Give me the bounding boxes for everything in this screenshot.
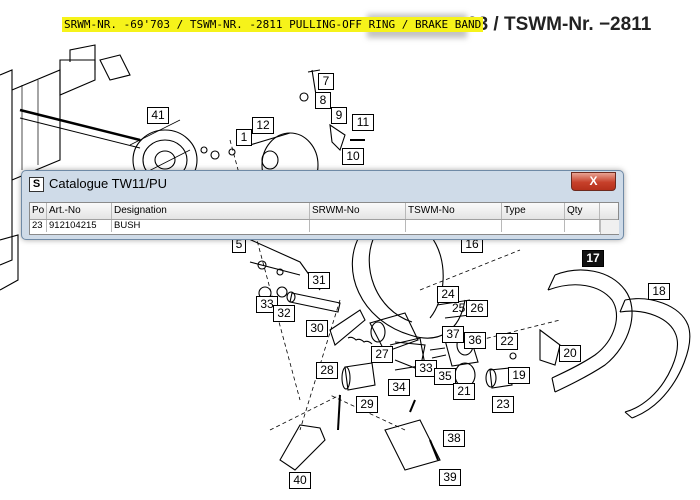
grid-header-row: Po Art.-No Designation SRWM-No TSWM-No T… bbox=[30, 203, 618, 220]
column-header-srwm-no[interactable]: SRWM-No bbox=[310, 203, 406, 219]
column-header-tswm-no[interactable]: TSWM-No bbox=[406, 203, 502, 219]
column-header-art-no[interactable]: Art.-No bbox=[47, 203, 112, 219]
part-label-27[interactable]: 27 bbox=[371, 346, 393, 363]
part-label-21[interactable]: 21 bbox=[453, 383, 475, 400]
cell-pos: 23 bbox=[30, 220, 47, 232]
part-label-33a[interactable]: 33 bbox=[256, 296, 278, 313]
part-label-18[interactable]: 18 bbox=[648, 283, 670, 300]
cell-type bbox=[502, 220, 565, 232]
part-label-38[interactable]: 38 bbox=[443, 430, 465, 447]
part-label-19[interactable]: 19 bbox=[508, 367, 530, 384]
column-header-designation[interactable]: Designation bbox=[112, 203, 310, 219]
window-title: Catalogue TW11/PU bbox=[49, 176, 168, 191]
drawing-title: 03 / TSWM-Nr. −2811 bbox=[367, 14, 652, 38]
part-label-10[interactable]: 10 bbox=[342, 148, 364, 165]
window-titlebar[interactable]: S Catalogue TW11/PU X bbox=[22, 171, 623, 197]
cell-tswm-no bbox=[406, 220, 502, 232]
part-label-41[interactable]: 41 bbox=[147, 107, 169, 124]
part-label-12[interactable]: 12 bbox=[252, 117, 274, 134]
column-header-qty[interactable]: Qty bbox=[565, 203, 600, 219]
column-header-type[interactable]: Type bbox=[502, 203, 565, 219]
part-label-11[interactable]: 11 bbox=[352, 114, 374, 131]
part-label-39[interactable]: 39 bbox=[439, 469, 461, 486]
cell-qty bbox=[565, 220, 600, 232]
close-button[interactable]: X bbox=[571, 172, 616, 191]
part-label-22[interactable]: 22 bbox=[496, 333, 518, 350]
part-label-26[interactable]: 26 bbox=[466, 300, 488, 317]
table-row[interactable]: 23 912104215 BUSH bbox=[30, 220, 618, 232]
part-label-36[interactable]: 36 bbox=[464, 332, 486, 349]
drawing-title-text: 03 / TSWM-Nr. −2811 bbox=[467, 14, 652, 35]
cell-art-no: 912104215 bbox=[47, 220, 112, 232]
part-label-40[interactable]: 40 bbox=[289, 472, 311, 489]
part-label-32[interactable]: 32 bbox=[273, 305, 295, 322]
part-label-17[interactable]: 17 bbox=[582, 250, 604, 267]
part-label-30[interactable]: 30 bbox=[306, 320, 328, 337]
part-label-7[interactable]: 7 bbox=[318, 73, 334, 90]
part-label-9[interactable]: 9 bbox=[331, 107, 347, 124]
part-label-1[interactable]: 1 bbox=[236, 129, 252, 146]
vertical-scrollbar[interactable] bbox=[600, 220, 619, 234]
part-label-28[interactable]: 28 bbox=[316, 362, 338, 379]
part-label-29[interactable]: 29 bbox=[356, 396, 378, 413]
catalogue-window: S Catalogue TW11/PU X Po Art.-No Designa… bbox=[21, 170, 624, 240]
cell-srwm-no bbox=[310, 220, 406, 232]
part-label-25[interactable]: 25 bbox=[452, 301, 466, 315]
part-label-16[interactable]: 16 bbox=[461, 236, 483, 253]
app-logo-icon: S bbox=[29, 177, 44, 192]
cell-designation: BUSH bbox=[112, 220, 310, 232]
part-label-23[interactable]: 23 bbox=[492, 396, 514, 413]
part-label-8[interactable]: 8 bbox=[315, 92, 331, 109]
part-label-20[interactable]: 20 bbox=[559, 345, 581, 362]
column-header-pos[interactable]: Po bbox=[30, 203, 47, 219]
part-label-33b[interactable]: 33 bbox=[415, 360, 437, 377]
part-label-34[interactable]: 34 bbox=[388, 379, 410, 396]
title-banner: SRWM-NR. -69'703 / TSWM-NR. -2811 PULLIN… bbox=[62, 17, 484, 32]
part-label-24[interactable]: 24 bbox=[437, 286, 459, 303]
part-label-37[interactable]: 37 bbox=[442, 326, 464, 343]
part-label-31[interactable]: 31 bbox=[308, 272, 330, 289]
part-label-35[interactable]: 35 bbox=[434, 368, 456, 385]
parts-grid: Po Art.-No Designation SRWM-No TSWM-No T… bbox=[29, 202, 619, 235]
